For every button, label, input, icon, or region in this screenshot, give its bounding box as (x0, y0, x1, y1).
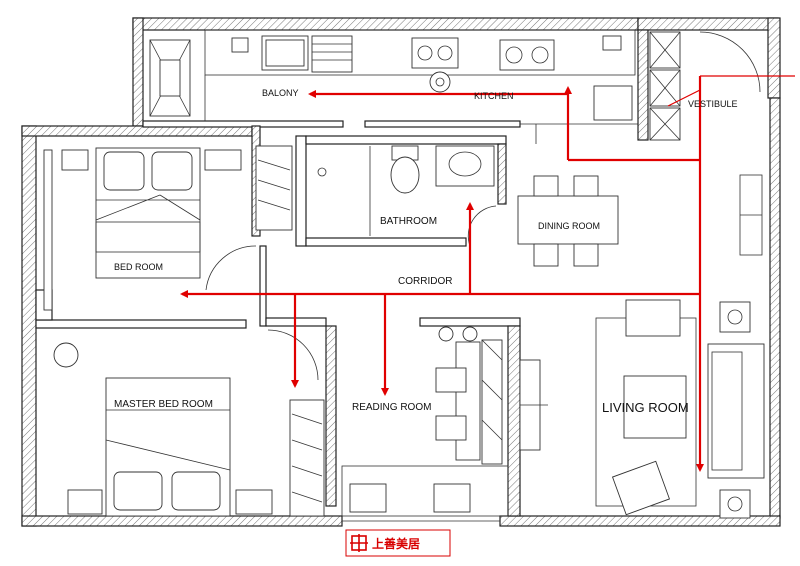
master-nightstand-left (67, 489, 103, 515)
watermark-text: 上善美居 (372, 536, 420, 551)
label-reading-room: READING ROOM (352, 402, 431, 413)
label-bathroom: BATHROOM (380, 216, 437, 227)
lounge-chair (611, 460, 671, 516)
shoe-cabinet (593, 85, 633, 121)
label-master-bed-room: MASTER BED ROOM (114, 399, 213, 410)
side-table-top (719, 301, 751, 333)
circulation-arrows (180, 75, 795, 472)
pot (602, 35, 622, 51)
balcony-cabinet (149, 39, 191, 117)
chef-figure (429, 71, 451, 93)
kitchen-sink (261, 35, 309, 71)
vestibule-closet (649, 31, 681, 141)
label-kitchen: KITCHEN (474, 91, 514, 101)
label-corridor: CORRIDOR (398, 276, 452, 287)
microwave (311, 35, 353, 73)
arrow-diagonal (667, 89, 701, 107)
logo-mark-icon (350, 534, 368, 552)
bookshelf (481, 339, 503, 465)
reading-lounge-chairs (349, 483, 471, 513)
master-door-swing (267, 329, 319, 381)
master-nightstand-right (235, 489, 273, 515)
label-vestibule: VESTIBULE (688, 99, 738, 109)
bedroom-curtain (43, 149, 53, 311)
kettle (231, 37, 249, 53)
single-bed (95, 147, 201, 279)
sofa (707, 343, 765, 479)
toilet (390, 145, 420, 194)
nightstand-left (61, 149, 89, 171)
decor-plant-1-icon (438, 326, 454, 342)
outer-walls (21, 17, 781, 527)
bedroom-wardrobe (255, 145, 293, 231)
stove (499, 39, 555, 71)
label-dining-room: DINING ROOM (538, 221, 600, 231)
entry-door-swing (699, 31, 761, 93)
bedroom-door-swing (205, 245, 257, 291)
watermark: 上善美居 (345, 529, 451, 557)
plant-icon (53, 342, 79, 368)
kitchen-counter (204, 29, 636, 76)
nightstand-right (204, 149, 242, 171)
floor-drain (317, 167, 327, 177)
side-table-bottom (719, 489, 751, 519)
double-bed (105, 377, 231, 517)
label-living-room: LIVING ROOM (602, 400, 689, 415)
reading-desk (435, 341, 481, 461)
kitchen-sink-basin (411, 37, 459, 69)
tv-console (519, 359, 548, 451)
label-balcony: BALONY (262, 88, 299, 98)
bathroom-door-swing (467, 205, 497, 247)
master-wardrobe (289, 399, 325, 517)
armchair-top (625, 299, 681, 337)
dining-table (517, 175, 619, 267)
interior-walls (35, 29, 649, 517)
coffee-table (623, 375, 687, 439)
decor-plant-2-icon (462, 326, 478, 342)
label-bed-room: BED ROOM (114, 262, 163, 272)
wash-basin (435, 145, 495, 187)
